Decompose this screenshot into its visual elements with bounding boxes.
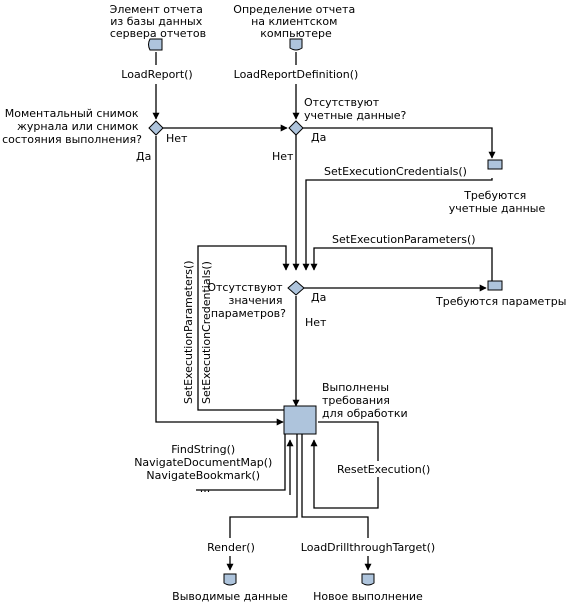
credentials-question-label: Отсутствуют учетные данные?	[304, 96, 407, 122]
setexecutioncredentials-method: SetExecutionCredentials()	[324, 165, 467, 178]
connector-navigation-out	[196, 434, 286, 491]
loadreport-method: LoadReport()	[121, 68, 192, 81]
client-report-definition-label: Определение отчета на клиентском компьют…	[233, 3, 358, 40]
snapshot-decision	[148, 120, 164, 136]
new-execution-icon	[361, 573, 375, 586]
connector-setexecutionparameters	[310, 247, 493, 281]
client-report-definition-icon	[289, 38, 303, 51]
setexecutionparameters-method: SetExecutionParameters()	[332, 233, 476, 246]
loaddrillthroughtarget-method: LoadDrillthroughTarget()	[301, 541, 435, 554]
vertical-setexecutionparameters-method: SetExecutionParameters()	[182, 260, 195, 404]
connector-lines	[152, 52, 496, 571]
navigation-methods-label: FindString() NavigateDocumentMap() Navig…	[134, 443, 276, 495]
snapshot-yes-label: Да	[136, 150, 151, 163]
connector-drillthrough-out	[301, 434, 369, 538]
loadreportdefinition-method: LoadReportDefinition()	[234, 68, 359, 81]
credentials-required-terminal	[487, 159, 503, 170]
processing-done-label: Выполнены требования для обработки	[322, 381, 408, 420]
connector-resetexecution	[310, 421, 379, 509]
output-data-label: Выводимые данные	[172, 590, 288, 602]
resetexecution-method: ResetExecution()	[337, 463, 430, 476]
parameters-required-terminal	[487, 280, 503, 291]
report-server-item-icon	[148, 38, 163, 51]
snapshot-no-label: Нет	[166, 132, 188, 145]
snapshot-question-label: Моментальный снимок журнала или снимок с…	[2, 107, 142, 146]
connector-render-out	[229, 434, 298, 538]
parameters-decision	[287, 280, 305, 296]
connector-setexecutioncredentials	[302, 178, 493, 271]
connector-vertical-loop	[197, 245, 290, 411]
connector-credentials-yes	[303, 127, 496, 159]
credentials-no-label: Нет	[272, 150, 294, 163]
parameters-question-label: Отсутствуют значения параметров?	[207, 281, 286, 320]
new-execution-label: Новое выполнение	[313, 590, 423, 602]
connector-snapshot-yes	[155, 136, 284, 426]
credentials-decision	[288, 120, 304, 136]
vertical-setexecutioncredentials-method: SetExecutionCredentials()	[200, 261, 213, 404]
parameters-yes-label: Да	[311, 291, 326, 304]
render-method: Render()	[207, 541, 255, 554]
credentials-required-label: Требуются учетные данные	[449, 189, 546, 215]
processing-done-box	[283, 405, 317, 435]
report-server-item-label: Элемент отчета из базы данных сервера от…	[110, 3, 207, 40]
output-data-icon	[223, 573, 237, 586]
parameters-no-label: Нет	[305, 316, 327, 329]
credentials-yes-label: Да	[311, 131, 326, 144]
parameters-required-label: Требуются параметры	[435, 295, 566, 308]
